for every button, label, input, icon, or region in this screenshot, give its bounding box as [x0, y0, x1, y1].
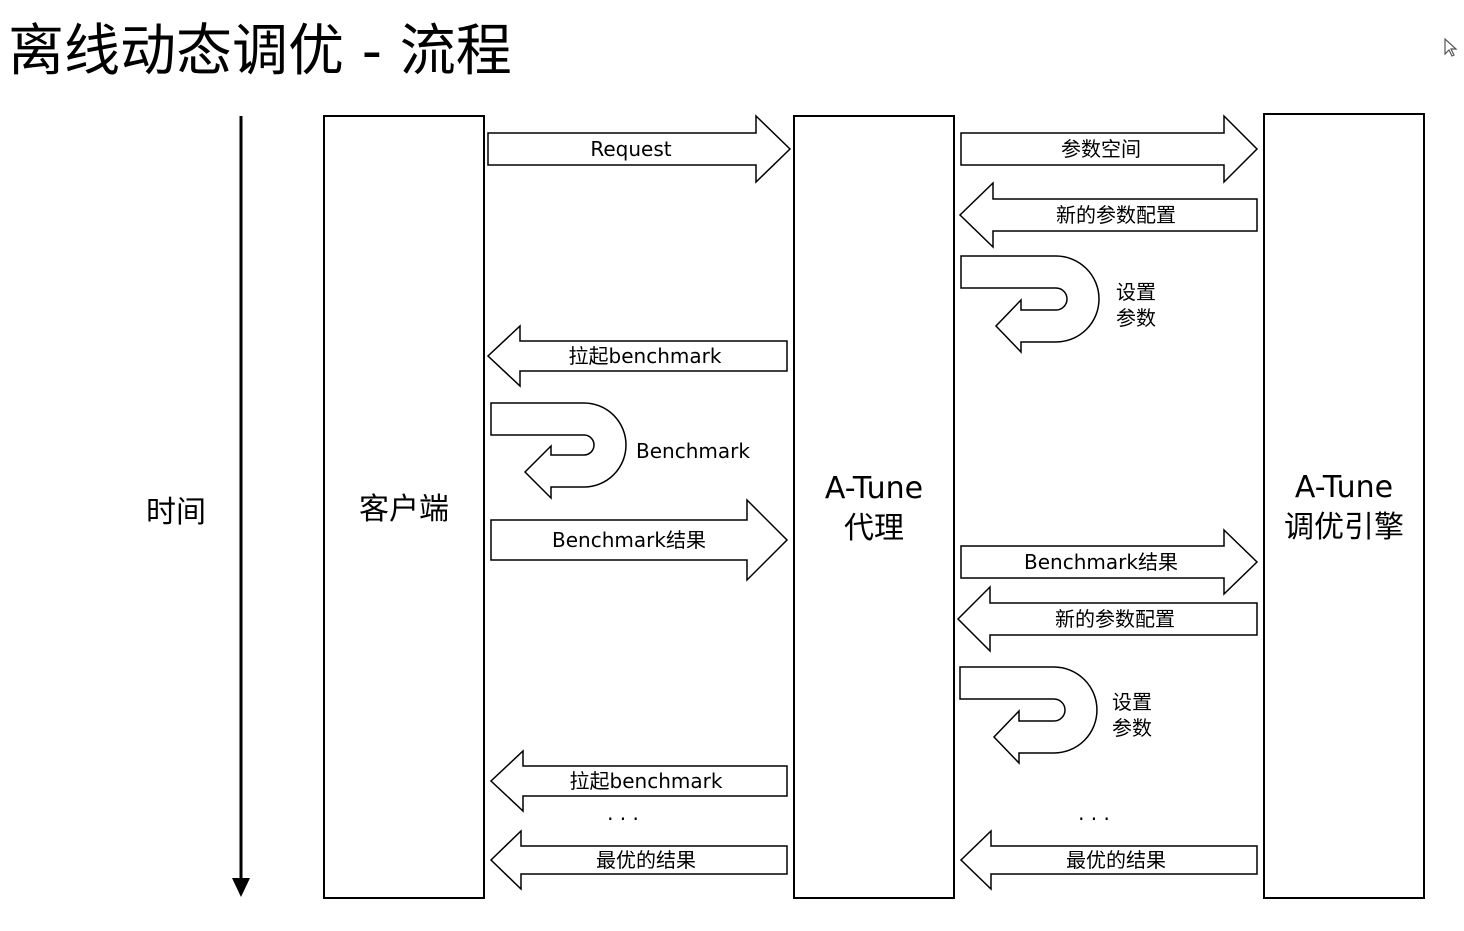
new-config-arrow-2 [956, 585, 1258, 653]
page-title: 离线动态调优 - 流程 [8, 19, 512, 84]
ellipsis-right: · · · [1078, 807, 1110, 831]
bench-result-arrow-2 [960, 528, 1259, 596]
best-result-label-right: 最优的结果 [1066, 848, 1166, 872]
agent-label-line2: 代理 [844, 511, 904, 546]
ellipsis-left: · · · [607, 807, 639, 831]
launch-benchmark-label-1: 拉起benchmark [569, 344, 722, 368]
param-space-label: 参数空间 [1061, 137, 1141, 161]
new-config-label-2: 新的参数配置 [1055, 607, 1175, 631]
launch-benchmark-label-2: 拉起benchmark [570, 769, 723, 793]
engine-lane [1263, 113, 1425, 899]
agent-label-line1: A-Tune [825, 471, 923, 506]
new-config-label-1: 新的参数配置 [1056, 203, 1176, 227]
client-lane [323, 115, 485, 899]
bench-result-label-1: Benchmark结果 [552, 528, 706, 552]
client-label: 客户端 [359, 492, 449, 527]
set-params-label-1b: 参数 [1116, 306, 1156, 330]
best-result-arrow-right [959, 829, 1258, 891]
set-params-label-2a: 设置 [1112, 690, 1152, 714]
new-config-arrow-1 [958, 181, 1258, 249]
benchmark-loop [490, 402, 627, 500]
time-label: 时间 [146, 495, 206, 530]
request-arrow [487, 114, 792, 184]
best-result-label-left: 最优的结果 [596, 848, 696, 872]
launch-benchmark-arrow-1 [486, 324, 788, 388]
set-params-label-1a: 设置 [1116, 280, 1156, 304]
request-label: Request [590, 137, 671, 161]
launch-benchmark-arrow-2 [489, 749, 788, 813]
mouse-cursor-icon [1444, 38, 1458, 57]
best-result-arrow-left [489, 829, 788, 891]
engine-label-line1: A-Tune [1295, 470, 1393, 505]
param-space-arrow [960, 114, 1259, 184]
agent-lane [793, 115, 955, 899]
benchmark-loop-label: Benchmark [636, 439, 750, 463]
engine-label-line2: 调优引擎 [1284, 510, 1404, 545]
set-params-loop-2 [959, 666, 1098, 765]
bench-result-arrow-1 [490, 498, 789, 582]
set-params-label-2b: 参数 [1112, 716, 1152, 740]
time-axis [232, 116, 250, 897]
bench-result-label-2: Benchmark结果 [1024, 550, 1178, 574]
set-params-loop-1 [960, 255, 1100, 354]
